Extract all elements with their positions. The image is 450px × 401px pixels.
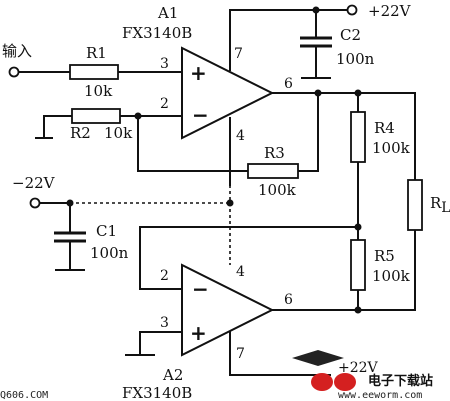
a2-pin7: 7 [236,346,245,362]
a1-minus-sign: − [192,103,209,127]
c1-name: C1 [96,222,117,240]
r3-right-wire [297,92,319,172]
resistor-rl [407,179,423,231]
a2-feedback-wire [139,226,359,290]
a1-pin3: 3 [160,56,169,72]
vpos-terminal [346,4,358,16]
a2-pin2: 2 [160,268,169,284]
r5-name: R5 [374,247,395,265]
a1-pin4: 4 [236,128,245,144]
vneg-terminal [29,197,41,209]
input-terminal [8,66,20,78]
a1-part: FX3140B [122,24,192,42]
c1-value: 100n [90,244,129,262]
junction-r4-r5 [354,223,362,231]
resistor-r4 [350,111,366,163]
a2-pin3: 3 [160,315,169,331]
a2-minus-sign: − [192,277,209,301]
a1-pin6: 6 [284,76,293,92]
opamp-a1: + − [181,46,275,140]
r3-value: 100k [258,181,297,199]
a2-pin6: 6 [284,292,293,308]
input-label: 输入 [2,42,32,60]
r4-name: R4 [374,119,395,137]
watermark-site-url: www.eeworm.com [338,390,422,401]
junction-r2-r3 [134,112,142,120]
opamp-a2: − + [181,263,275,357]
worm-logo-left [311,373,333,391]
vpos-rail [229,9,348,71]
a2-part: FX3140B [122,384,192,401]
resistor-r3 [247,163,299,179]
a1-pin2: 2 [160,96,169,112]
watermark-site-cn: 电子下载站 [368,373,433,389]
worm-logo-right [334,373,356,391]
junction-r4 [354,89,362,97]
a1-plus-sign: + [190,61,207,85]
junction-r5-a2 [354,306,362,314]
resistor-r1 [69,64,119,80]
watermark-logo [292,350,356,391]
resistor-r2 [71,108,121,124]
a2-pin3-wire [139,331,183,356]
r3-name: R3 [264,144,285,162]
rl-bottom-wire [271,229,416,311]
r1-value: 10k [84,82,113,100]
r3-left-wire [137,115,249,172]
a1-name: A1 [157,4,178,22]
resistor-r5 [350,239,366,291]
graduation-cap-icon [292,350,344,366]
c2-name: C2 [340,26,361,44]
junction-vneg [226,199,234,207]
vneg-label: −22V [12,174,56,192]
a2-name: A2 [162,366,183,384]
a2-supply-label: +22V [338,360,379,376]
r1-name: R1 [86,44,107,62]
r5-value: 100k [372,267,411,285]
r2-ground-wire [43,115,73,139]
a2-pin7-wire [229,329,331,376]
r2-value: 10k [104,124,133,142]
rl-name: RL [430,194,450,216]
junction-c1 [66,199,74,207]
r2-name: R2 [70,124,91,142]
a1-pin7: 7 [234,46,243,62]
r4-value: 100k [372,139,411,157]
c2-value: 100n [336,50,375,68]
vpos-label: +22V [368,2,412,20]
junction-a1-out [314,89,322,97]
a2-pin4: 4 [236,264,245,280]
watermark-left: Q606.COM [0,390,48,401]
a2-plus-sign: + [190,321,207,345]
junction-c2 [312,6,320,14]
